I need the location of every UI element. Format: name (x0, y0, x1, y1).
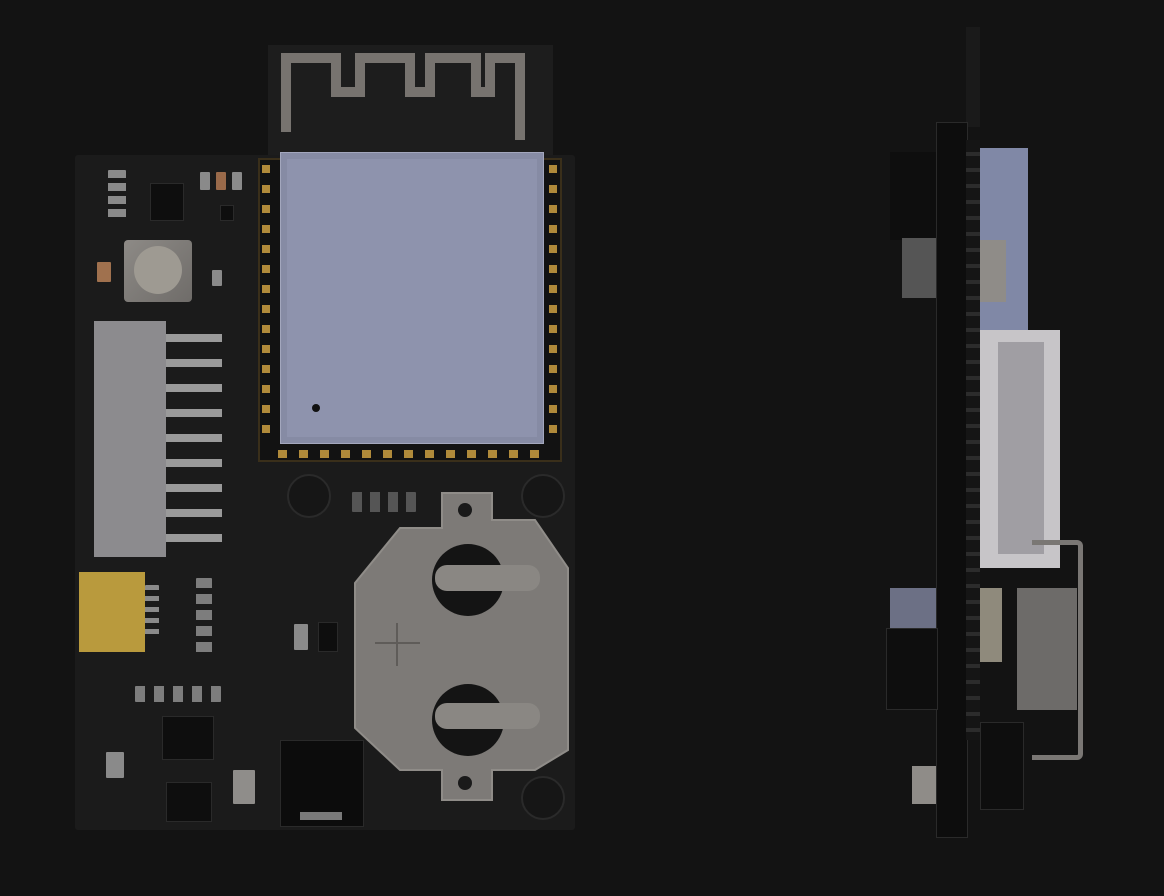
board-top-view (79, 53, 569, 827)
header-connector-slot (998, 342, 1044, 554)
coin-holder-side (1017, 588, 1077, 710)
smd-component (212, 270, 222, 286)
connector-pins (145, 585, 159, 637)
push-button-cap (134, 246, 182, 294)
ic-chip (150, 183, 184, 221)
button-side (980, 240, 1006, 302)
component-side (890, 588, 936, 628)
inductor-side (980, 722, 1024, 810)
pin1-dot (312, 404, 320, 412)
module-left-pads (262, 165, 270, 440)
capacitor (294, 624, 308, 650)
transistor (220, 205, 234, 221)
mounting-hole (287, 474, 331, 518)
component-side (980, 588, 1002, 662)
mounting-hole (521, 776, 565, 820)
smd-component (233, 770, 255, 804)
pcb-antenna-trace (281, 53, 525, 140)
module-right-pads (549, 165, 557, 440)
header-pins (166, 332, 222, 550)
inductor-mark (300, 812, 342, 820)
module-pads-side (966, 140, 980, 740)
pin-header-connector (94, 321, 166, 557)
module-bottom-pads (278, 450, 543, 458)
smd-component (97, 262, 111, 282)
coin-cell-holder (354, 492, 569, 801)
component-side (890, 152, 936, 240)
antenna-edge (966, 27, 980, 127)
resistor-array (108, 170, 126, 218)
smd-component (232, 172, 242, 190)
diode (318, 622, 338, 652)
coin-holder-bracket (1032, 540, 1083, 760)
pcb-edge (936, 122, 968, 838)
wifi-module-side (980, 148, 1028, 330)
smd-component (106, 752, 124, 778)
smd-component (216, 172, 226, 190)
board-side-view (880, 0, 1164, 896)
component-side (902, 238, 936, 298)
component-side (912, 766, 936, 804)
wifi-module-shield (280, 152, 544, 444)
ic-chip (166, 782, 212, 822)
resistor-row (135, 686, 221, 702)
jst-connector (79, 572, 145, 652)
resistor-array (196, 578, 212, 658)
component-side (886, 628, 938, 710)
smd-component (200, 172, 210, 190)
resistor-row (352, 492, 416, 512)
ic-chip (162, 716, 214, 760)
mounting-hole (521, 474, 565, 518)
